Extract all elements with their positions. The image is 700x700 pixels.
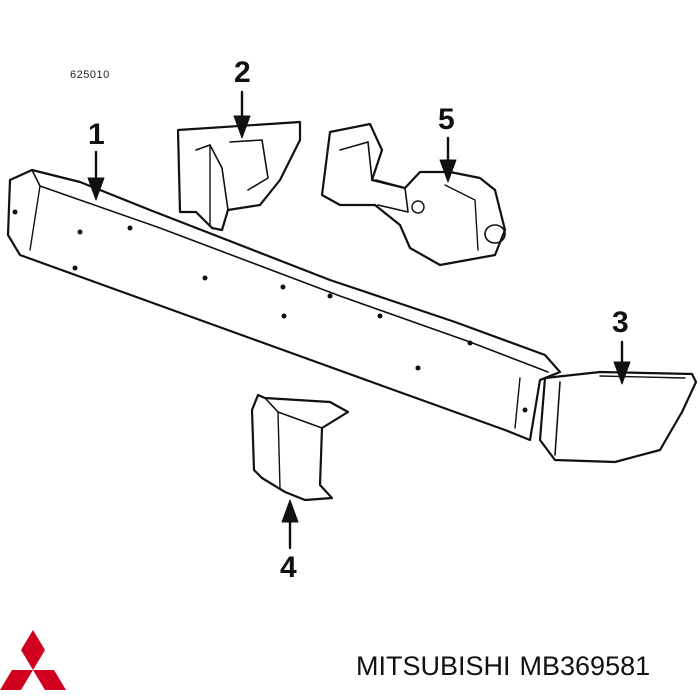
callout-arrowhead-2 <box>233 115 251 139</box>
brand-name: MITSUBISHI <box>356 651 511 681</box>
callout-arrowhead-1 <box>87 177 105 201</box>
callout-label-1: 1 <box>88 118 105 151</box>
callout-label-2: 2 <box>234 56 251 89</box>
callout-label-4: 4 <box>280 551 297 584</box>
callout-arrowhead-3 <box>613 361 631 385</box>
callout-label-3: 3 <box>612 306 629 339</box>
bumper-reinforcement-beam <box>6 168 562 442</box>
callout-arrowhead-4 <box>281 499 299 523</box>
callout-arrowhead-5 <box>439 159 457 183</box>
diagram-reference-code: 625010 <box>70 69 110 81</box>
brand-part-label: MITSUBISHI MB369581 <box>356 651 659 682</box>
mitsubishi-logo-icon <box>0 630 66 690</box>
bumper-end-cap <box>538 370 698 464</box>
side-bracket-upper <box>176 120 302 232</box>
side-bracket-lower <box>250 393 350 502</box>
part-number: MB369581 <box>519 651 651 681</box>
callout-label-5: 5 <box>438 103 455 136</box>
mounting-bracket-rear <box>320 122 507 267</box>
